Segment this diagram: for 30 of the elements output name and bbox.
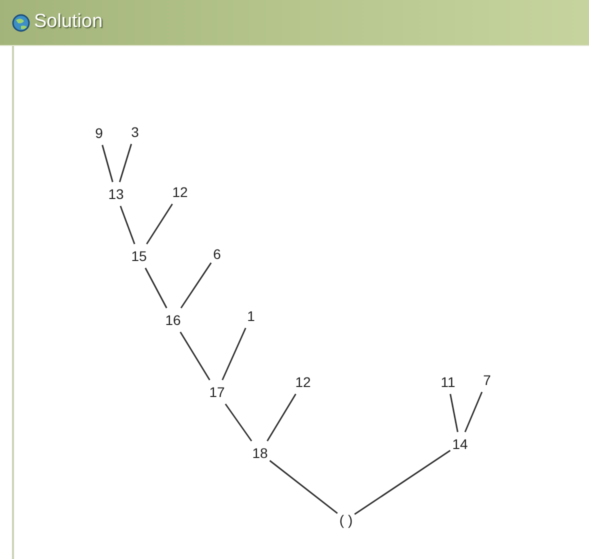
node-value: 12 [172,184,188,200]
node-value: 7 [483,372,491,388]
node-value: 17 [209,384,225,400]
node-value: 18 [252,445,268,461]
connector-line [222,328,246,380]
connector-line [118,144,132,182]
node-value: 12 [295,374,311,390]
connector-line [180,262,212,308]
node-value: 9 [95,125,103,141]
connector-line [266,394,296,442]
node-value: 16 [165,312,181,328]
connector-line [450,394,458,432]
node-value: 15 [131,248,147,264]
connector-line [120,206,136,244]
connector-line [102,144,114,182]
node-value: 14 [452,436,468,452]
window-title: Solution [34,10,103,34]
node-value: 11 [440,374,456,390]
node-value: 6 [213,246,221,262]
connector-line [144,268,168,308]
connector-line [269,460,338,514]
connector-line [224,404,252,442]
connector-line [464,392,483,432]
connector-line [146,204,173,244]
node-value: 1 [247,308,255,324]
node-value: 3 [131,124,139,140]
node-value: ( ) [339,512,353,528]
connector-line [354,450,451,515]
node-value: 13 [108,186,124,202]
connector-line [180,332,210,380]
